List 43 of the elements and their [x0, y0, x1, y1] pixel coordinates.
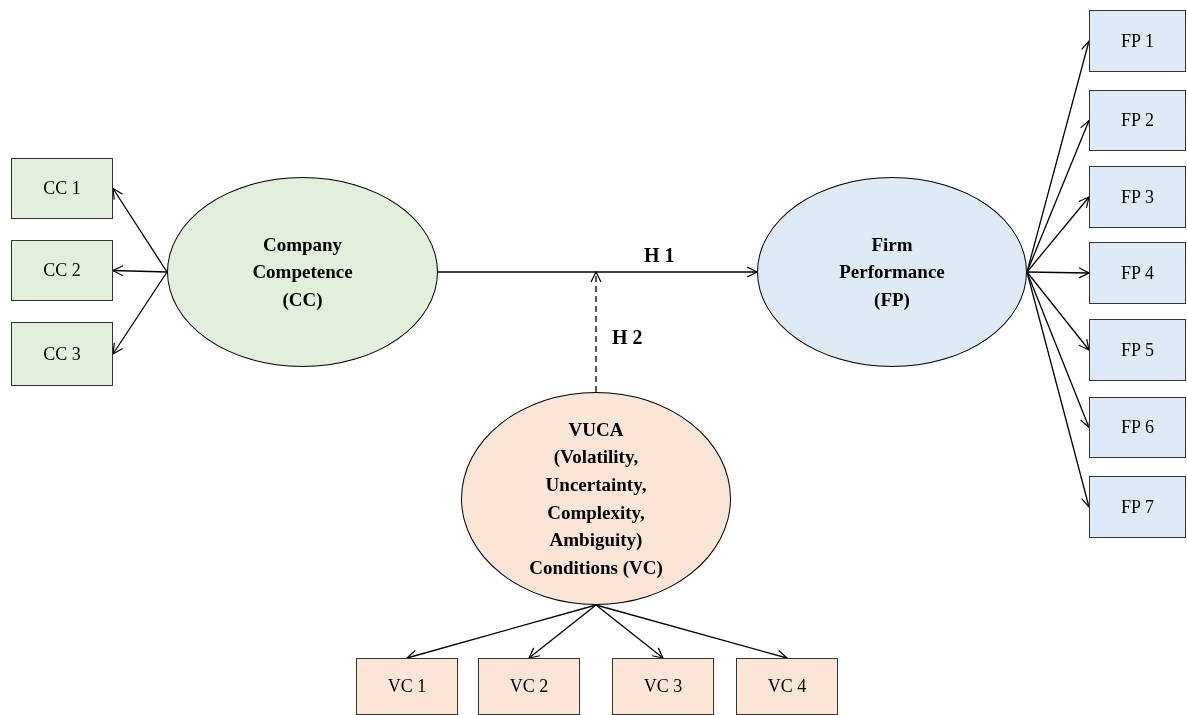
indicator-box — [1089, 476, 1186, 538]
indicator-label: FP 1 — [1121, 29, 1154, 53]
indicator-label: FP 5 — [1121, 338, 1154, 362]
arrow — [590, 271, 602, 393]
arrow — [1026, 271, 1090, 351]
arrow — [1026, 196, 1090, 273]
arrow — [1026, 271, 1091, 429]
indicator-box — [612, 658, 714, 715]
indicator-box — [356, 658, 458, 715]
indicator-box — [736, 658, 838, 715]
indicator-box — [1089, 319, 1186, 381]
indicator-box — [11, 158, 113, 219]
indicator-label: FP 4 — [1121, 261, 1154, 285]
arrow — [595, 604, 664, 659]
arrow — [112, 187, 168, 273]
indicator-box — [1089, 242, 1186, 304]
indicator-label: FP 2 — [1121, 109, 1154, 132]
arrow — [1026, 119, 1091, 273]
construct-label: Firm Performance (FP) — [838, 232, 946, 312]
arrow — [437, 266, 758, 278]
indicator-box — [1089, 397, 1186, 458]
arrow — [112, 271, 168, 355]
indicator-label: CC 1 — [43, 177, 81, 200]
indicator-box — [11, 240, 113, 301]
indicator-label: VC 1 — [387, 675, 427, 698]
indicator-label: CC 3 — [43, 342, 81, 366]
indicator-label: CC 2 — [43, 259, 81, 282]
indicator-box — [1089, 90, 1186, 151]
indicator-box — [1089, 10, 1186, 72]
indicator-label: FP 3 — [1121, 185, 1154, 209]
indicator-label: FP 6 — [1121, 416, 1154, 439]
indicator-label: VC 3 — [643, 675, 683, 698]
arrow — [1026, 267, 1090, 279]
indicator-label: VC 2 — [509, 675, 549, 698]
construct-label: VUCA (Volatility, Uncertainty, Complexity, Ambiguity) Conditions (VC) — [528, 417, 664, 580]
indicator-label: FP 7 — [1121, 495, 1154, 519]
indicator-label: VC 4 — [767, 675, 807, 698]
arrow — [112, 265, 168, 277]
arrow — [528, 604, 597, 659]
construct-label: Company Competence (CC) — [251, 232, 354, 312]
indicator-box — [11, 322, 113, 386]
indicator-box — [1089, 166, 1186, 228]
indicator-box — [478, 658, 580, 715]
